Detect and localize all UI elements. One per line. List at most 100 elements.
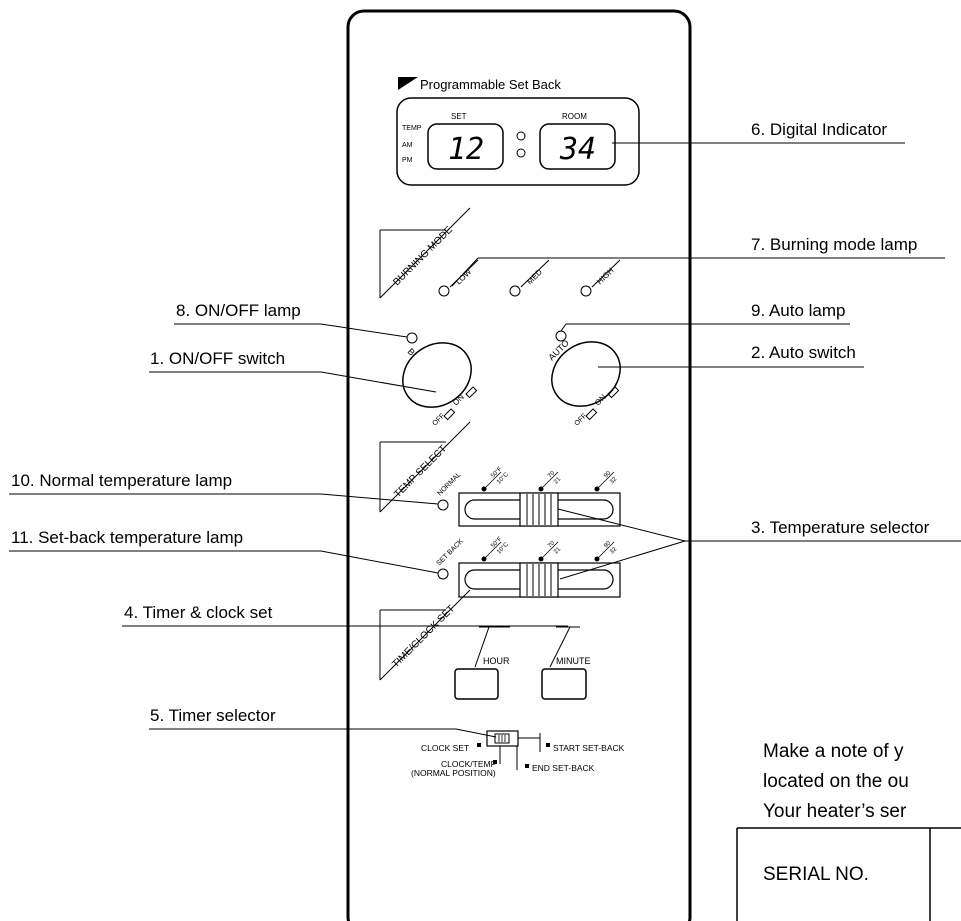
leader-temperature-selector-lower [559, 540, 686, 580]
setback-temp-lamp [437, 568, 449, 580]
callout-setback-temp-lamp: 11. Set-back temperature lamp [11, 528, 243, 547]
onoff-lamp [406, 332, 418, 344]
callout-normal-temp-lamp: 10. Normal temperature lamp [11, 471, 232, 490]
colon-dot-lower [516, 148, 526, 158]
auto-switch-group: AUTO OFF ON [539, 329, 632, 428]
callouts: 6. Digital Indicator 7. Burning mode lam… [9, 120, 961, 738]
minute-button[interactable] [541, 668, 587, 700]
leader-normal-temp-lamp-tail [320, 493, 439, 505]
auto-off-box [585, 408, 598, 421]
set-value: 12 [448, 132, 484, 167]
clock-set-label: CLOCK SET [421, 743, 469, 753]
hour-label: HOUR [483, 656, 510, 666]
scale-high-c: 32 [609, 476, 618, 485]
callout-auto-lamp: 9. Auto lamp [751, 301, 846, 320]
time-clock-diagonal [379, 589, 471, 681]
time-clock-section: TIME/CLOCK SET HOUR MINUTE [379, 589, 591, 700]
start-setback-label: START SET-BACK [553, 743, 625, 753]
brand-label: Programmable Set Back [420, 77, 561, 92]
callout-digital-indicator: 6. Digital Indicator [751, 120, 887, 139]
scale-high-f: 90 [603, 540, 612, 549]
scale-slash-low [483, 471, 502, 490]
room-value: 34 [559, 132, 596, 167]
onoff-switch[interactable] [390, 330, 483, 420]
end-setback-marker [525, 764, 529, 768]
scale-high-f: 90 [603, 470, 612, 479]
leader-setback-temp-lamp-tail [320, 550, 439, 574]
scale-mid-f: 70 [547, 540, 556, 549]
scale-slash-low [483, 541, 502, 560]
auto-on-box [607, 386, 620, 399]
temp-select-diagonal [379, 421, 471, 513]
scale-mid-c: 21 [553, 476, 562, 485]
burner-on-box [465, 386, 478, 399]
callout-onoff-switch: 1. ON/OFF switch [150, 349, 285, 368]
high-label: HIGH [595, 266, 616, 287]
hour-button[interactable] [454, 668, 499, 700]
high-lamp-slash [591, 259, 621, 288]
time-clock-title: TIME/CLOCK SET [390, 603, 457, 670]
start-setback-marker [546, 743, 550, 747]
scale-mid-c: 21 [553, 546, 562, 555]
scale-mid-f: 70 [547, 470, 556, 479]
display-frame [396, 97, 640, 186]
scale-high-c: 32 [609, 546, 618, 555]
digital-indicator: SET ROOM TEMP AM PM 12 34 [396, 97, 640, 186]
leader-temperature-selector-upper [557, 508, 686, 542]
med-lamp-slash [520, 259, 550, 288]
callout-onoff-lamp: 8. ON/OFF lamp [176, 301, 301, 320]
burner-off-box [443, 408, 456, 421]
high-lamp [580, 285, 592, 297]
clock-set-marker [477, 743, 481, 747]
callout-temperature-selector: 3. Temperature selector [751, 518, 930, 537]
leader-timer-selector-tail [455, 728, 497, 738]
clock-temp-marker [493, 760, 497, 764]
am-label: AM [402, 142, 413, 149]
clock-temp-label: CLOCK/TEMP [441, 759, 497, 769]
set-label: SET [451, 112, 467, 121]
med-lamp [509, 285, 521, 297]
setback-temp-slider: 50°F 10°C 70 21 90 32 [458, 536, 621, 598]
minute-slash [549, 626, 571, 668]
auto-switch[interactable] [539, 329, 632, 419]
panel-outline [346, 9, 692, 921]
burning-mode-diagonal [379, 207, 471, 299]
scale-slash-mid [540, 541, 559, 560]
note-line-3: Your heater’s ser [763, 801, 907, 822]
minute-label: MINUTE [556, 656, 591, 666]
burner-switch-group: BURNER OFF ON [390, 330, 483, 428]
leader-onoff-switch-tail [320, 371, 437, 393]
callout-burning-mode-lamp: 7. Burning mode lamp [751, 235, 917, 254]
brand-triangle-icon [398, 77, 418, 90]
callout-auto-switch: 2. Auto switch [751, 343, 856, 362]
colon-dot-upper [516, 131, 526, 141]
room-display [539, 123, 616, 170]
room-label: ROOM [562, 112, 587, 121]
burning-mode-section: BURNING MODE LOW MED HIGH [379, 207, 621, 299]
normal-temp-lamp [437, 499, 449, 511]
low-lamp [438, 285, 450, 297]
callout-timer-selector: 5. Timer selector [150, 706, 276, 725]
temp-label: TEMP [402, 125, 422, 132]
note-line-1: Make a note of y [763, 741, 904, 762]
burning-mode-title: BURNING MODE [391, 224, 455, 288]
leader-onoff-lamp-tail [320, 323, 408, 338]
normal-temp-slider: 50°F 10°C 70 21 90 32 [458, 466, 621, 527]
callout-timer-clock-set: 4. Timer & clock set [124, 603, 273, 622]
pm-label: PM [402, 157, 413, 164]
low-label: LOW [454, 267, 474, 287]
scale-slash-high [596, 541, 615, 560]
serial-number-box: SERIAL NO. [736, 827, 961, 921]
hour-slash [474, 626, 490, 668]
med-label: MED [525, 267, 544, 286]
end-setback-label: END SET-BACK [532, 763, 595, 773]
scale-slash-mid [540, 471, 559, 490]
scale-slash-high [596, 471, 615, 490]
normal-position-label: (NORMAL POSITION) [411, 768, 496, 778]
set-display [427, 123, 504, 170]
auto-off-label: OFF [573, 413, 588, 428]
leader-auto-lamp-tail [560, 323, 567, 332]
burner-off-label: OFF [431, 413, 446, 428]
note-line-2: located on the ou [763, 771, 909, 792]
